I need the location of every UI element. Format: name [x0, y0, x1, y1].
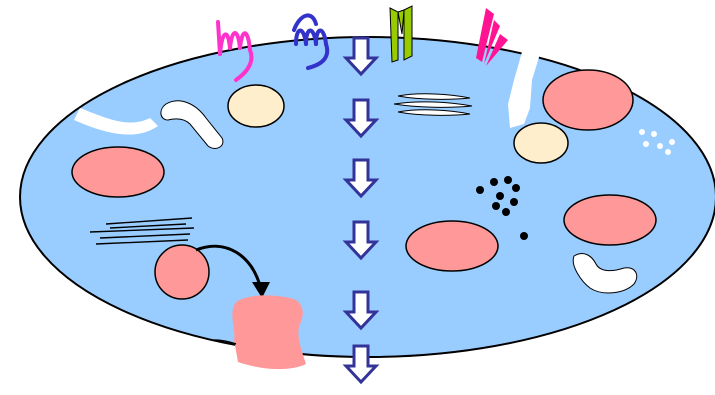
nucleus-right-middle [564, 195, 656, 245]
nucleus-left-upper [72, 147, 164, 197]
nucleus-center [406, 221, 498, 271]
secreted-blob [232, 295, 306, 369]
golgi-stack-upper [394, 94, 472, 115]
vesicle-cream-left [228, 85, 284, 127]
vesicle-cream-right [514, 123, 568, 163]
nucleus-right-upper [543, 70, 633, 130]
vesicle-pink-lower-left [155, 245, 209, 299]
